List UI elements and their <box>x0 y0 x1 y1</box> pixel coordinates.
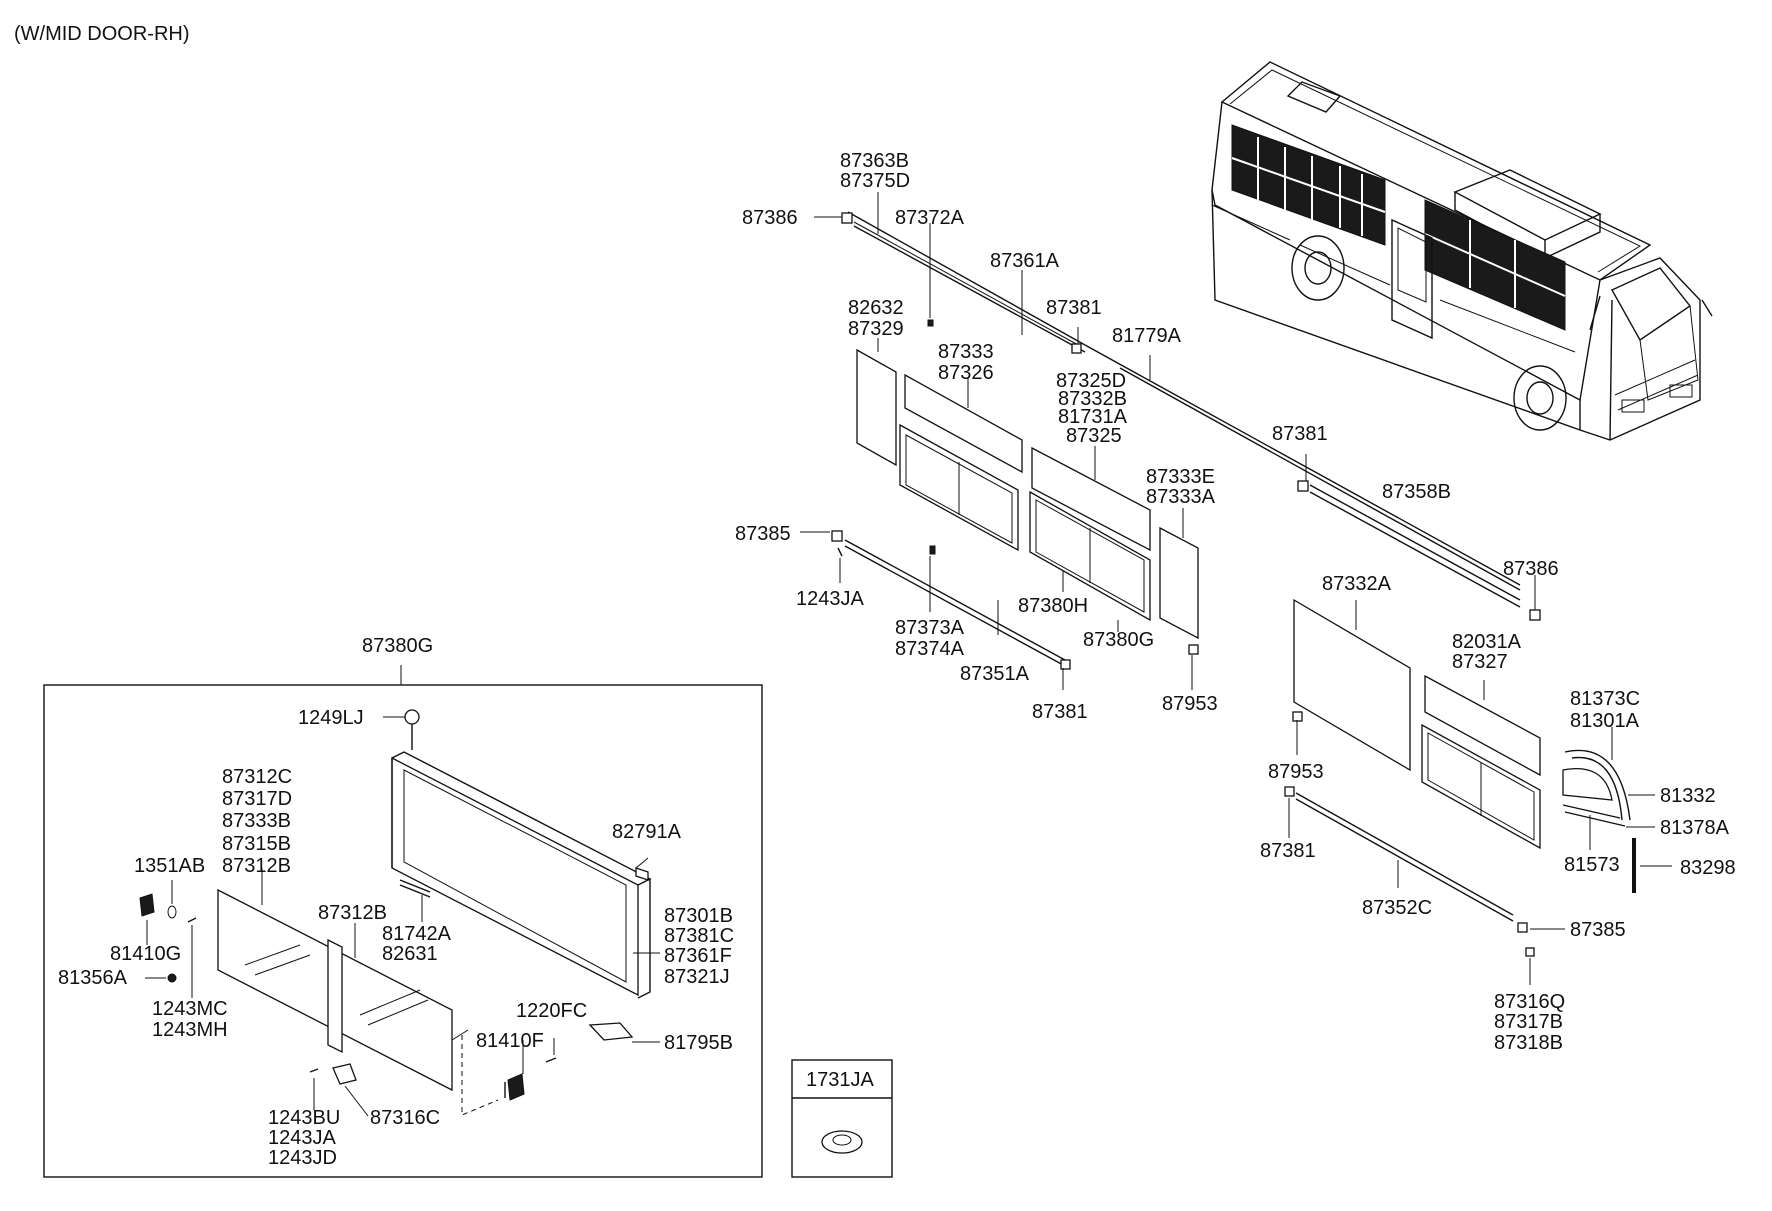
label-87321J: 87321J <box>664 966 730 988</box>
label-81573: 81573 <box>1564 854 1620 876</box>
label-83298: 83298 <box>1680 857 1736 879</box>
label-87312C: 87312C <box>222 766 292 788</box>
label-81301A: 81301A <box>1570 710 1640 732</box>
part-labels: 87363B 87375D 87386 87372A 87361A 87381 … <box>58 150 1736 1169</box>
label-87372A: 87372A <box>895 207 965 229</box>
label-87385-b: 87385 <box>1570 919 1626 941</box>
label-82631: 82631 <box>382 943 438 965</box>
label-87351A: 87351A <box>960 663 1030 685</box>
label-82632: 82632 <box>848 297 904 319</box>
label-87381: 87381 <box>1046 297 1102 319</box>
label-87380G: 87380G <box>1083 629 1154 651</box>
label-87332B: 87332B <box>1058 388 1127 410</box>
label-87333A: 87333A <box>1146 486 1216 508</box>
label-87381-b: 87381 <box>1272 423 1328 445</box>
bus-illustration <box>1211 61 1713 441</box>
label-87381C: 87381C <box>664 925 734 947</box>
assembly-box <box>43 684 763 1178</box>
label-87380G-b: 87380G <box>362 635 433 657</box>
label-1243JA-b: 1243JA <box>268 1127 336 1149</box>
label-87325: 87325 <box>1066 425 1122 447</box>
label-1243MC: 1243MC <box>152 998 228 1020</box>
label-87327: 87327 <box>1452 651 1508 673</box>
label-87381-c: 87381 <box>1032 701 1088 723</box>
label-82031A: 82031A <box>1452 631 1522 653</box>
label-81779A: 81779A <box>1112 325 1182 347</box>
label-81742A: 81742A <box>382 923 452 945</box>
label-81378A: 81378A <box>1660 817 1730 839</box>
label-87386: 87386 <box>742 207 798 229</box>
label-87301B: 87301B <box>664 905 733 927</box>
label-87361A: 87361A <box>990 250 1060 272</box>
label-87312B: 87312B <box>222 855 291 877</box>
label-87326: 87326 <box>938 362 994 384</box>
label-87375D: 87375D <box>840 170 910 192</box>
label-1243BU: 1243BU <box>268 1107 340 1129</box>
label-87317B: 87317B <box>1494 1011 1563 1033</box>
label-87318B: 87318B <box>1494 1032 1563 1054</box>
label-87374A: 87374A <box>895 638 965 660</box>
label-87373A: 87373A <box>895 617 965 639</box>
label-87953: 87953 <box>1162 693 1218 715</box>
label-82791A: 82791A <box>612 821 682 843</box>
label-87333B: 87333B <box>222 810 291 832</box>
label-81332: 81332 <box>1660 785 1716 807</box>
label-87333: 87333 <box>938 341 994 363</box>
label-81731A: 81731A <box>1058 406 1128 428</box>
label-87361F: 87361F <box>664 945 732 967</box>
label-1351AB: 1351AB <box>134 855 205 877</box>
left-window-assembly <box>43 665 763 1178</box>
upper-rail-assembly <box>800 192 1672 985</box>
label-87385: 87385 <box>735 523 791 545</box>
diagram-header: (W/MID DOOR-RH) <box>14 23 190 45</box>
label-87317D: 87317D <box>222 788 292 810</box>
label-87312B-b: 87312B <box>318 902 387 924</box>
label-81356A: 81356A <box>58 967 128 989</box>
label-87316Q: 87316Q <box>1494 991 1565 1013</box>
label-1249LJ: 1249LJ <box>298 707 364 729</box>
label-87352C: 87352C <box>1362 897 1432 919</box>
label-87363B: 87363B <box>840 150 909 172</box>
label-1243MH: 1243MH <box>152 1019 228 1041</box>
label-1243JA: 1243JA <box>796 588 864 610</box>
label-87332A: 87332A <box>1322 573 1392 595</box>
label-87333E: 87333E <box>1146 466 1215 488</box>
label-1731JA: 1731JA <box>806 1069 874 1091</box>
label-81410G: 81410G <box>110 943 181 965</box>
label-87329: 87329 <box>848 318 904 340</box>
label-1243JD: 1243JD <box>268 1147 337 1169</box>
label-87953-b: 87953 <box>1268 761 1324 783</box>
label-87358B: 87358B <box>1382 481 1451 503</box>
label-87315B: 87315B <box>222 833 291 855</box>
label-81410F: 81410F <box>476 1030 544 1052</box>
label-81795B: 81795B <box>664 1032 733 1054</box>
part-1731JA-box <box>791 1059 893 1178</box>
label-1220FC: 1220FC <box>516 1000 587 1022</box>
label-81373C: 81373C <box>1570 688 1640 710</box>
label-87386-b: 87386 <box>1503 558 1559 580</box>
label-87316C: 87316C <box>370 1107 440 1129</box>
label-87381-d: 87381 <box>1260 840 1316 862</box>
label-87380H: 87380H <box>1018 595 1088 617</box>
label-87325D: 87325D <box>1056 370 1126 392</box>
